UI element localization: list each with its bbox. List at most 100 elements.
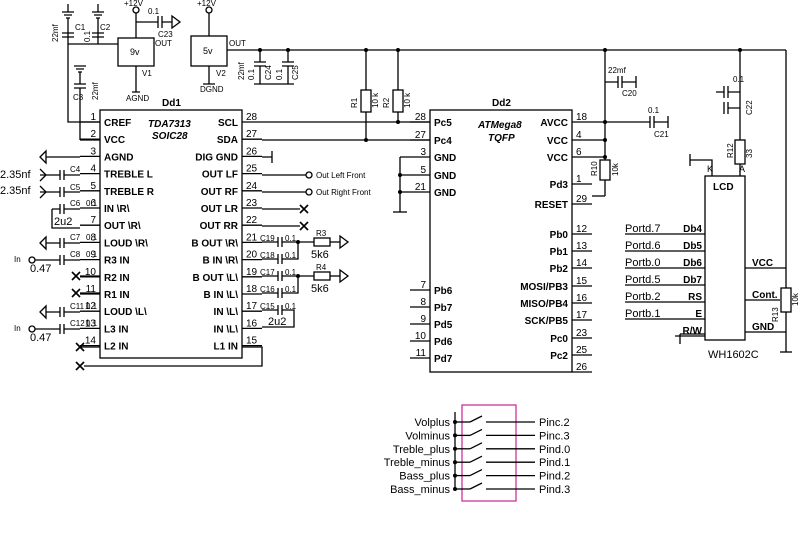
dd1-pin-num: 19 (246, 267, 258, 278)
c20-value: 22mf (608, 66, 627, 75)
v2-label: V2 (216, 69, 226, 78)
c15-cap-value: 2u2 (268, 316, 286, 328)
dd1-pin-label: LOUD \L\ (104, 307, 147, 318)
lcd-pin-label: RS (688, 292, 702, 303)
lcd-a: A (739, 164, 745, 174)
r4-label: R4 (316, 263, 327, 272)
dd2-pin-num: 25 (576, 345, 588, 356)
dd1-body (99, 109, 243, 359)
button-name: Volplus (415, 417, 451, 429)
dd1-pin-label: SCL (218, 118, 238, 129)
lcd-pin-label: R/W (683, 326, 703, 337)
dd2-pin-label: Pd7 (434, 354, 453, 365)
dd1-pin-label: B IN \R\ (202, 256, 238, 267)
dd2-pin-label: AVCC (540, 118, 568, 129)
c5-value: 2.35nf (0, 185, 32, 197)
lcd-pin-label: Db4 (683, 224, 702, 235)
lcd-pin-label: Db5 (683, 241, 702, 252)
lcd-port-label: Portd.6 (625, 240, 660, 252)
dd1-pin-num: 7 (90, 215, 96, 226)
c11-label: C11 (70, 302, 85, 311)
dd2-pin-label: RESET (535, 200, 568, 211)
lcd-module: LCD K A R12 33 C22 0.1 Db4Portd.7Db5Port… (625, 48, 800, 361)
dgnd-label: DGND (200, 85, 224, 94)
button-pin: Pinc.3 (539, 430, 570, 442)
dd2-pin-label: Pc5 (434, 118, 452, 129)
dd2-pin-label: SCK/PB5 (525, 316, 569, 327)
dd1-pin-label: TREBLE R (104, 187, 155, 198)
r2-value: 10 k (403, 92, 412, 108)
r1-label: R1 (350, 97, 359, 108)
r13 (780, 287, 792, 313)
dd1-pin-label: LOUD \R\ (104, 238, 148, 249)
lcd-title: LCD (713, 182, 734, 193)
button-name: Bass_minus (390, 484, 450, 496)
r10-label: R10 (590, 161, 599, 176)
c6-label: C6 (70, 199, 81, 208)
dd1-pin-label: R1 IN (104, 290, 130, 301)
dd2-pin-num: 8 (420, 297, 426, 308)
dd1-pin-num: 22 (246, 215, 258, 226)
dd1-chip: Dd1 TDA7313 SOIC28 1CREF2VCC3AGND4TREBLE… (80, 98, 262, 359)
in2-value: 0.47 (30, 332, 51, 344)
dd1-pin-num: 27 (246, 129, 258, 140)
c6-value: 0.1 (86, 199, 98, 208)
dd2-pin-num: 10 (415, 331, 427, 342)
dd2-right-pins: 18AVCC4VCC6VCC1Pd329RESET12Pb013Pb114Pb2… (520, 112, 592, 373)
c15-value: 0.1 (285, 302, 297, 311)
dd2-pin-label: GND (434, 188, 456, 199)
dd2-pin-label: GND (434, 153, 456, 164)
dd2-pin-num: 26 (576, 362, 588, 373)
dd2-pin-label: Pc2 (550, 351, 568, 362)
dd2-pin-label: VCC (547, 136, 568, 147)
dd1-pin-num: 15 (246, 336, 258, 347)
out-right-front: Out Right Front (316, 188, 371, 197)
lcd-port-label: Portb.0 (625, 257, 660, 269)
dd1-pin-label: R3 IN (104, 256, 130, 267)
in1-label: In (14, 255, 21, 264)
lcd-port-label: Portd.5 (625, 274, 660, 286)
dd1-pin-num: 8 (90, 232, 96, 243)
dd2-chip-name: ATMega8 (477, 120, 522, 131)
c12-label: C12 (70, 319, 85, 328)
lcd-port-label: Portb.1 (625, 308, 660, 320)
c23-value: 0.1 (148, 7, 160, 16)
dd2-pin-num: 1 (576, 174, 582, 185)
c24-value: 0.1 (247, 68, 256, 80)
r10-value: 10k (611, 162, 620, 176)
dd1-pin-num: 28 (246, 112, 258, 123)
dd2-pin-num: 11 (416, 348, 427, 359)
c17-label: C17 (260, 268, 275, 277)
dd1-pin-label: R2 IN (104, 273, 130, 284)
dd2-pin-num: 14 (576, 258, 588, 269)
lcd-pin-label: Db7 (683, 275, 702, 286)
dd2-pin-num: 3 (420, 147, 426, 158)
dd1-pin-label: B OUT \R\ (191, 238, 238, 249)
dd1-pin-label: AGND (104, 152, 133, 163)
r12 (734, 139, 746, 165)
c8-value: 0.1 (86, 250, 98, 259)
dd2-pin-num: 28 (415, 112, 427, 123)
dd2-pin-num: 9 (420, 314, 426, 325)
dd1-pin-num: 16 (246, 318, 258, 329)
c22-label: C22 (745, 100, 754, 115)
c16-label: C16 (260, 285, 275, 294)
dd1-pin-num: 11 (86, 284, 97, 295)
c20-label: C20 (622, 89, 637, 98)
c3-label: C3 (73, 93, 84, 102)
dd2-pin-num: 21 (415, 182, 427, 193)
dd1-pin-num: 10 (85, 267, 97, 278)
dd2-pin-num: 5 (420, 165, 426, 176)
dd1-pin-label: B IN \L\ (204, 290, 239, 301)
button-name: Treble_plus (393, 444, 451, 456)
c2-value: 0.1 (83, 30, 92, 42)
dd2-pin-num: 17 (576, 310, 588, 321)
dd2-pin-label: MISO/PB4 (520, 299, 568, 310)
dd2-ref: Dd2 (492, 98, 511, 109)
c4-value: 2.35nf (0, 169, 32, 181)
dd1-pin-label: B OUT \L\ (192, 273, 238, 284)
lcd-port-label: Portd.7 (625, 223, 660, 235)
